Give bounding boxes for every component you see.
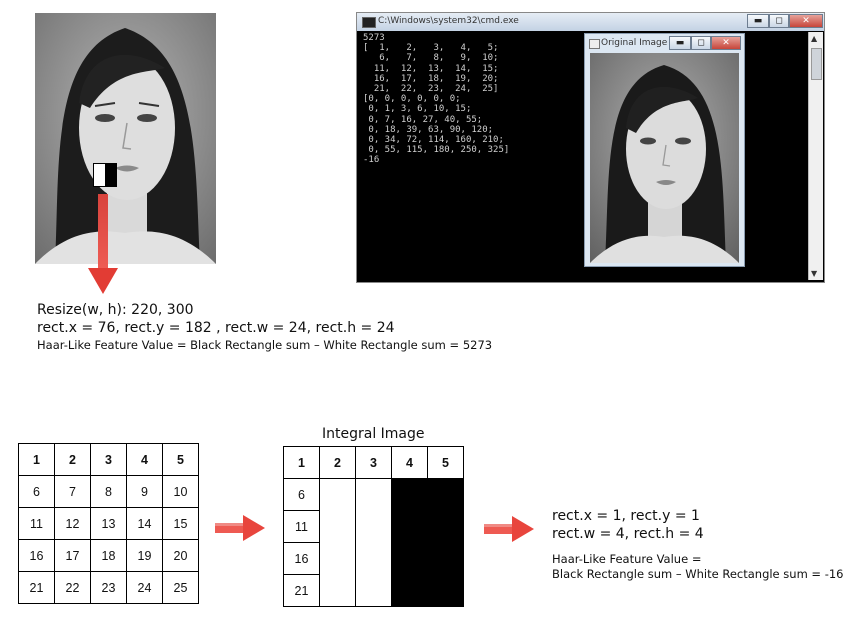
scroll-down-icon[interactable]: ▼ — [811, 269, 818, 278]
original-image-title: Original Image — [601, 38, 668, 48]
close-button[interactable]: ✕ — [789, 14, 823, 28]
cell: 16 — [18, 539, 55, 572]
row-label-cell: 6 — [283, 478, 320, 511]
row-label-cell: 16 — [283, 542, 320, 575]
haar-result-line2: Black Rectangle sum – White Rectangle su… — [552, 567, 844, 581]
console-window[interactable]: C:\Windows\system32\cmd.exe ▬ ◻ ✕ 5273 [… — [356, 12, 825, 283]
cell: 2 — [54, 443, 91, 476]
black-region-cell — [391, 542, 428, 575]
cell: 10 — [162, 475, 199, 508]
white-region-cell — [355, 574, 392, 607]
cell: 12 — [54, 507, 91, 540]
cell: 5 — [162, 443, 199, 476]
integral-image-label: Integral Image — [322, 426, 425, 442]
right-arrow-icon — [484, 516, 534, 542]
white-rectangle — [94, 164, 105, 186]
rect-info-line2: rect.w = 4, rect.h = 4 — [552, 526, 704, 542]
cell: 21 — [18, 571, 55, 604]
header-cell: 1 — [283, 446, 320, 479]
portrait-image — [35, 13, 216, 264]
cell: 24 — [126, 571, 163, 604]
black-region-cell — [427, 510, 464, 543]
black-region-cell — [391, 478, 428, 511]
cell: 13 — [90, 507, 127, 540]
header-cell: 2 — [319, 446, 356, 479]
cell: 8 — [90, 475, 127, 508]
cell: 19 — [126, 539, 163, 572]
row-label-cell: 21 — [283, 574, 320, 607]
cell: 14 — [126, 507, 163, 540]
maximize-button[interactable]: ◻ — [769, 14, 789, 28]
cell: 1 — [18, 443, 55, 476]
rect-caption: rect.x = 76, rect.y = 182 , rect.w = 24,… — [37, 320, 395, 336]
cell: 23 — [90, 571, 127, 604]
header-cell: 3 — [355, 446, 392, 479]
white-region-cell — [319, 542, 356, 575]
console-app-icon — [362, 17, 376, 28]
white-region-cell — [355, 478, 392, 511]
white-region-cell — [319, 478, 356, 511]
down-arrow-icon — [88, 268, 118, 294]
resize-caption: Resize(w, h): 220, 300 — [37, 302, 194, 318]
haar-result: Haar-Like Feature Value = Black Rectangl… — [552, 552, 844, 582]
black-region-cell — [391, 574, 428, 607]
rect-info: rect.x = 1, rect.y = 1 rect.w = 4, rect.… — [552, 507, 704, 543]
integral-image-table: 1 2 3 4 5 6 11 16 21 — [283, 446, 464, 607]
matrix-5x5: 1 2 3 4 5 6 7 8 9 10 11 12 13 14 15 16 1… — [18, 443, 199, 604]
console-titlebar[interactable]: C:\Windows\system32\cmd.exe ▬ ◻ ✕ — [357, 13, 824, 31]
haar-result-line1: Haar-Like Feature Value = — [552, 552, 702, 566]
window-icon — [589, 39, 600, 49]
down-arrow-shaft — [98, 194, 108, 272]
header-cell: 4 — [391, 446, 428, 479]
black-region-cell — [427, 542, 464, 575]
black-region-cell — [427, 574, 464, 607]
console-output: 5273 [ 1, 2, 3, 4, 5; 6, 7, 8, 9, 10; 11… — [363, 33, 510, 166]
black-region-cell — [427, 478, 464, 511]
original-image — [590, 53, 739, 263]
row-label-cell: 11 — [283, 510, 320, 543]
right-arrow-icon — [215, 515, 265, 541]
scroll-thumb[interactable] — [811, 48, 822, 80]
cell: 22 — [54, 571, 91, 604]
white-region-cell — [355, 542, 392, 575]
white-region-cell — [319, 574, 356, 607]
cell: 11 — [18, 507, 55, 540]
cell: 6 — [18, 475, 55, 508]
cell: 17 — [54, 539, 91, 572]
haar-caption: Haar-Like Feature Value = Black Rectangl… — [37, 338, 493, 352]
console-title: C:\Windows\system32\cmd.exe — [378, 16, 519, 26]
orig-minimize-button[interactable]: ▬ — [669, 36, 691, 50]
haar-feature-rectangle — [93, 163, 117, 187]
cell: 9 — [126, 475, 163, 508]
orig-maximize-button[interactable]: ◻ — [691, 36, 711, 50]
orig-close-button[interactable]: ✕ — [711, 36, 741, 50]
white-region-cell — [319, 510, 356, 543]
scroll-up-icon[interactable]: ▲ — [811, 34, 818, 43]
original-image-window[interactable]: Original Image ▬ ◻ ✕ — [584, 33, 745, 267]
black-rectangle — [105, 164, 116, 186]
white-region-cell — [355, 510, 392, 543]
cell: 3 — [90, 443, 127, 476]
rect-info-line1: rect.x = 1, rect.y = 1 — [552, 508, 700, 524]
cell: 4 — [126, 443, 163, 476]
cell: 25 — [162, 571, 199, 604]
cell: 20 — [162, 539, 199, 572]
cell: 18 — [90, 539, 127, 572]
console-scrollbar[interactable]: ▲ ▼ — [808, 32, 823, 280]
minimize-button[interactable]: ▬ — [747, 14, 769, 28]
header-cell: 5 — [427, 446, 464, 479]
cell: 15 — [162, 507, 199, 540]
cell: 7 — [54, 475, 91, 508]
black-region-cell — [391, 510, 428, 543]
